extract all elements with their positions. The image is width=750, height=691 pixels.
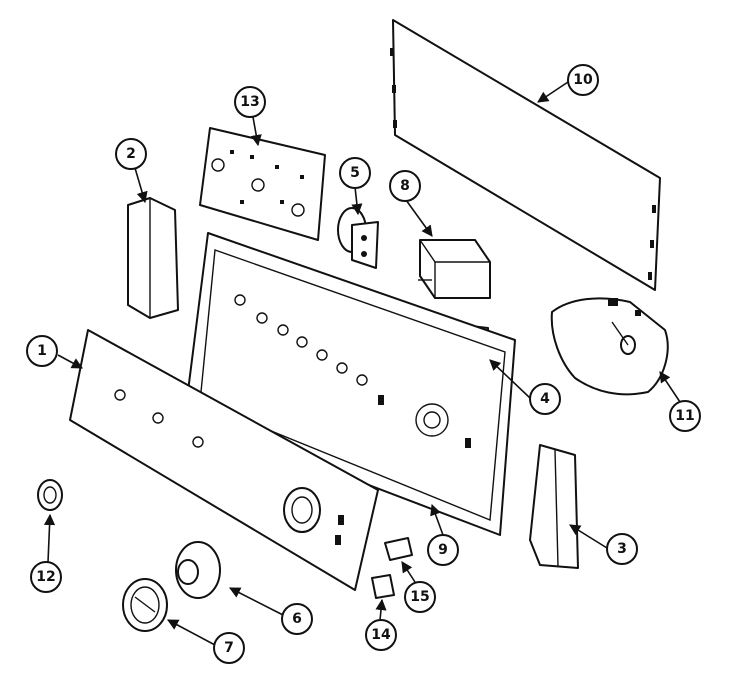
callout-12: 12 xyxy=(30,561,62,593)
callout-1: 1 xyxy=(26,335,58,367)
callout-4-label: 4 xyxy=(540,391,550,407)
callout-11: 11 xyxy=(669,400,701,432)
callout-9: 9 xyxy=(427,534,459,566)
callout-5-label: 5 xyxy=(350,165,360,181)
part-15-rocker-switch xyxy=(384,537,413,561)
callout-10: 10 xyxy=(567,64,599,96)
callout-13-label: 13 xyxy=(240,94,259,110)
leader-lines xyxy=(43,81,681,646)
callout-15-label: 15 xyxy=(410,589,429,605)
callout-15: 15 xyxy=(404,581,436,613)
part-12-small-knob xyxy=(37,479,63,511)
part-8-timer xyxy=(418,239,491,299)
part-5-bracket xyxy=(337,207,379,269)
callout-5: 5 xyxy=(339,157,371,189)
callout-2: 2 xyxy=(115,138,147,170)
callout-3: 3 xyxy=(606,533,638,565)
callout-8: 8 xyxy=(389,170,421,202)
part-2-end-cap-left xyxy=(127,197,179,319)
callout-3-label: 3 xyxy=(617,541,627,557)
callout-7-label: 7 xyxy=(224,640,234,656)
part-14-rocker-switch xyxy=(371,574,395,599)
part-13-circuit-board xyxy=(199,127,326,241)
part-7-large-knob xyxy=(122,578,168,632)
part-10-rear-panel xyxy=(390,19,661,291)
callout-2-label: 2 xyxy=(126,146,136,162)
callout-7: 7 xyxy=(213,632,245,664)
callout-9-label: 9 xyxy=(438,542,448,558)
part-1-front-panel xyxy=(69,329,379,591)
part-3-end-cap-right xyxy=(529,444,579,569)
callout-4: 4 xyxy=(529,383,561,415)
part-11-motor-assembly xyxy=(550,297,669,396)
part-9-control-console xyxy=(184,232,516,536)
callout-10-label: 10 xyxy=(573,72,593,88)
part-6-knob-skirt xyxy=(175,541,221,599)
callout-14-label: 14 xyxy=(371,627,391,643)
callout-6: 6 xyxy=(281,603,313,635)
callout-12-label: 12 xyxy=(36,569,55,585)
callout-13: 13 xyxy=(234,86,266,118)
callout-14: 14 xyxy=(365,619,397,651)
callout-11-label: 11 xyxy=(675,408,694,424)
callout-8-label: 8 xyxy=(400,178,410,194)
callout-6-label: 6 xyxy=(292,611,302,627)
callout-1-label: 1 xyxy=(37,343,47,359)
